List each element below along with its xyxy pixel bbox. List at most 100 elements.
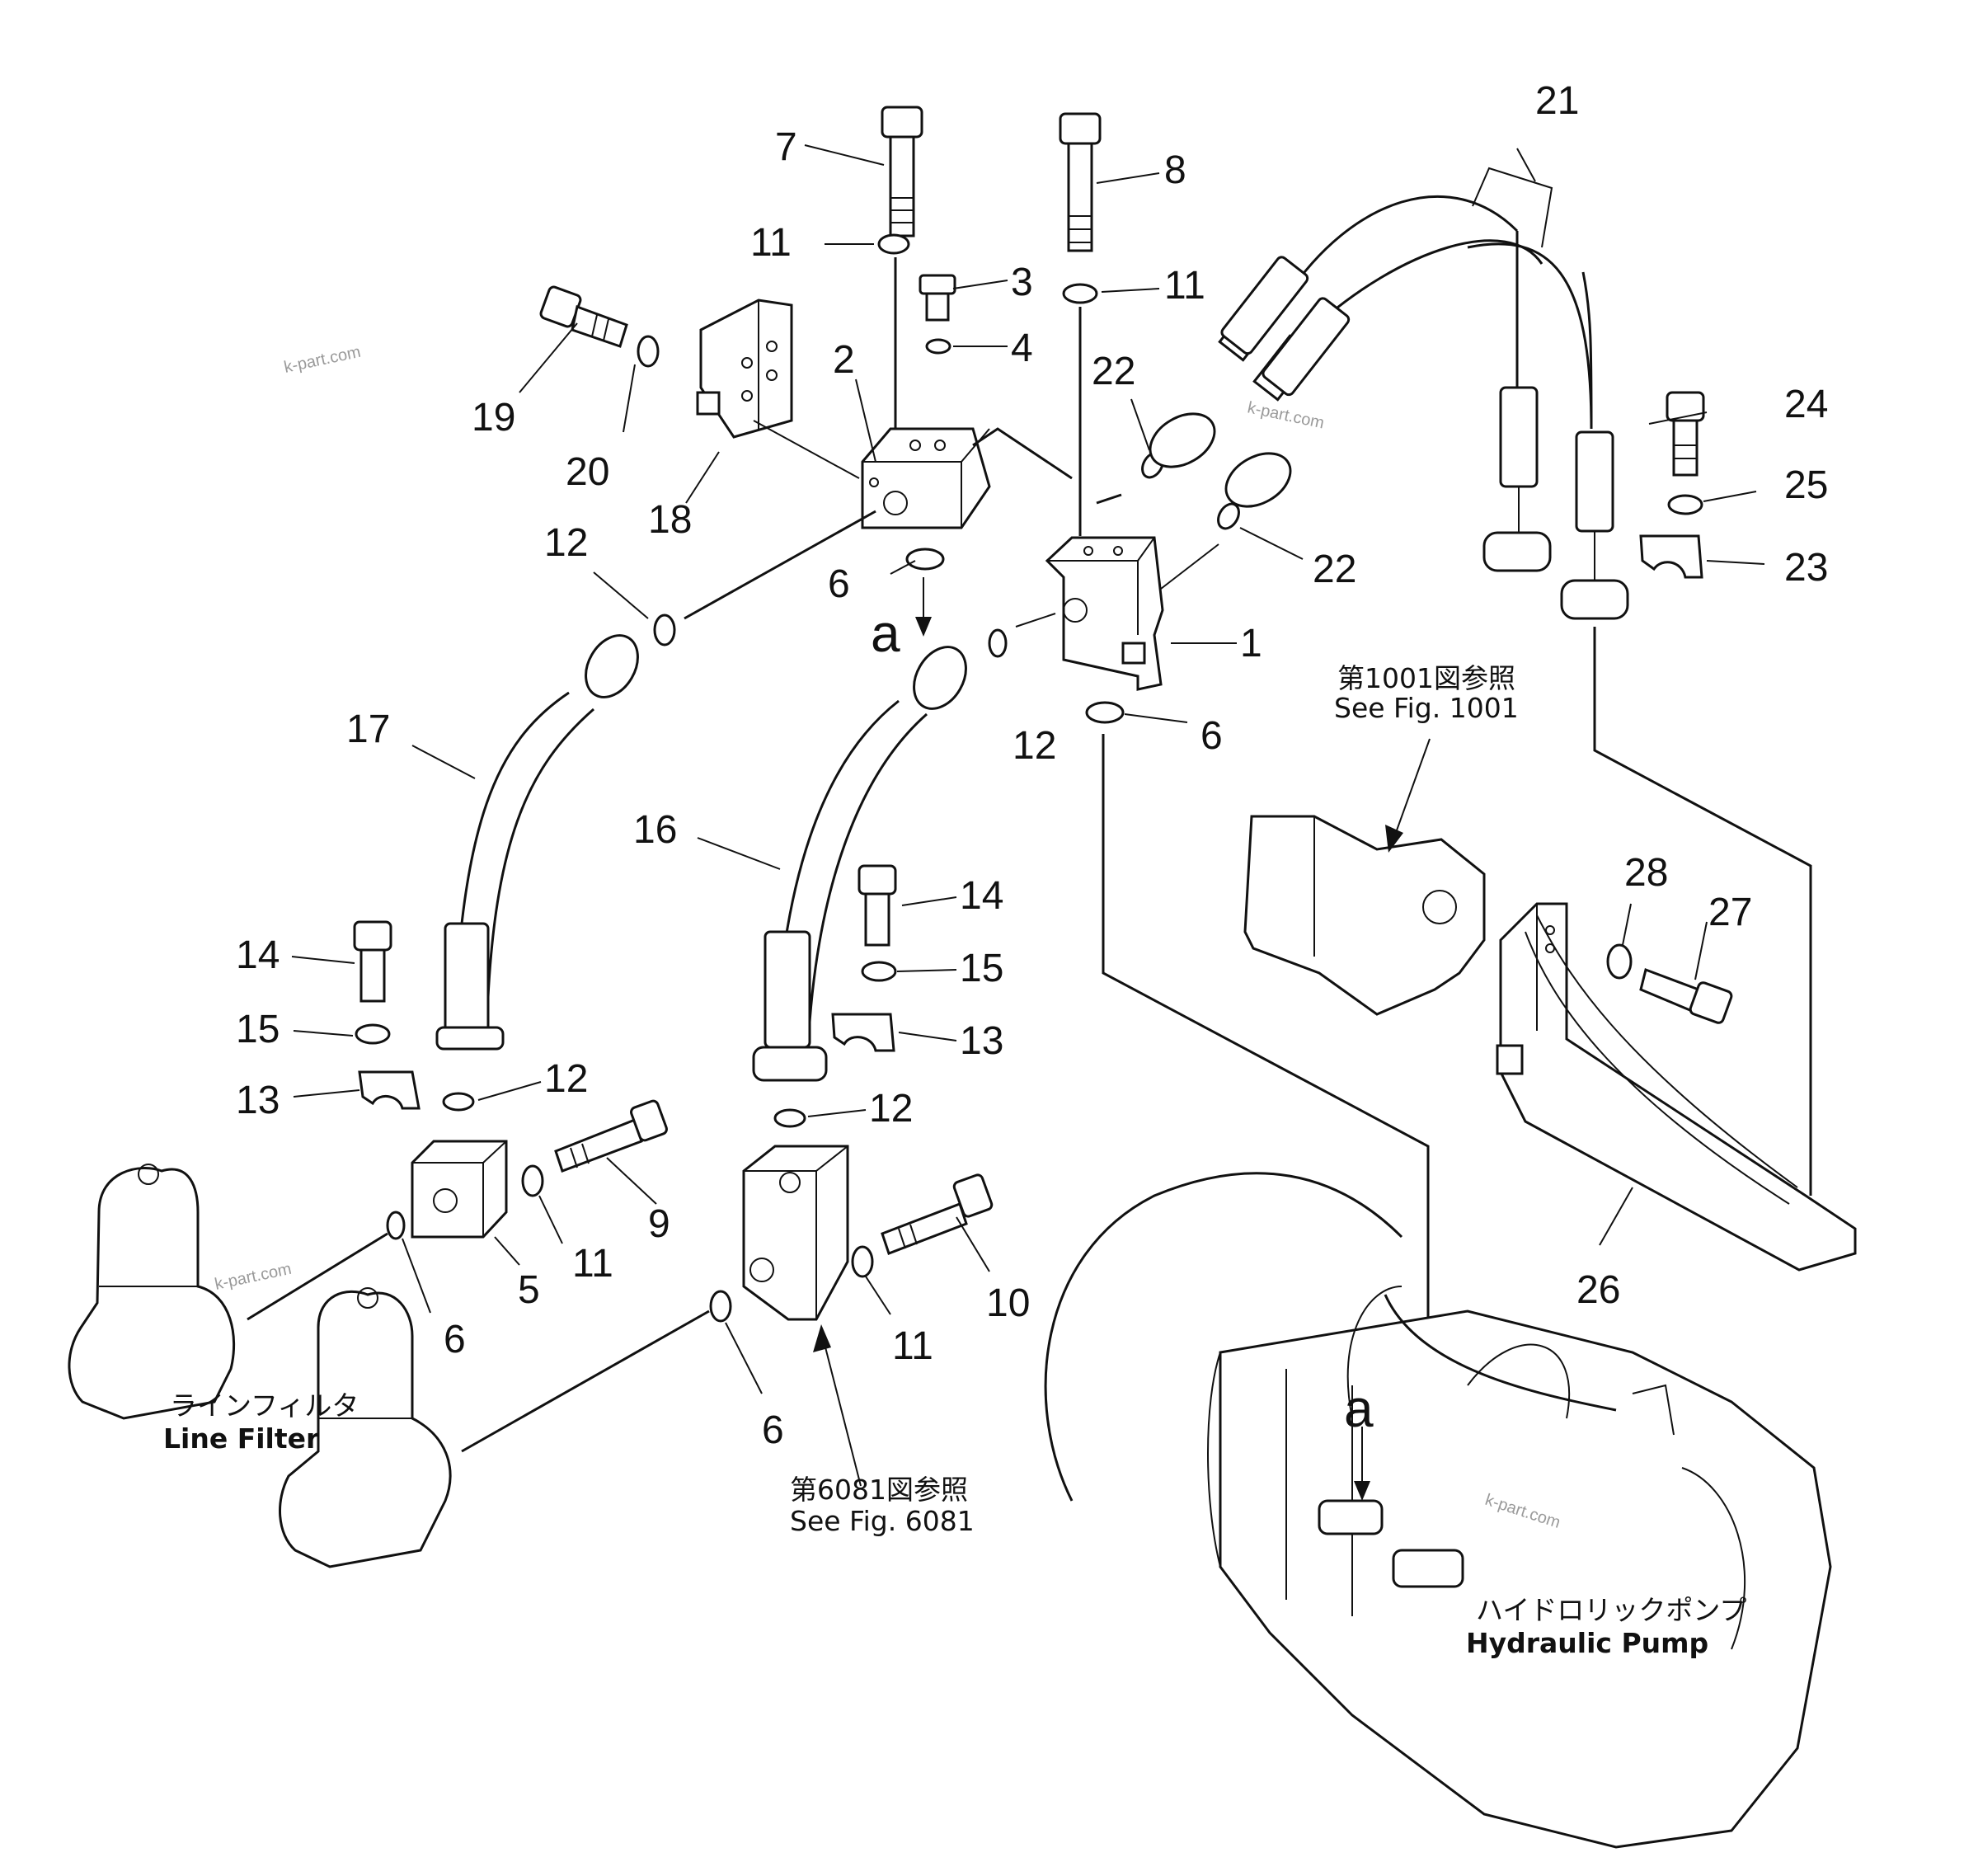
callout-17: 17 xyxy=(346,708,390,751)
callout-4: 4 xyxy=(1011,327,1033,370)
valve-block-6081 xyxy=(742,1145,849,1321)
bolt-10 xyxy=(881,1173,994,1255)
washer-11-c xyxy=(521,1164,544,1197)
callout-15b: 15 xyxy=(236,1008,280,1051)
arrows xyxy=(813,577,1431,1501)
callout-13b: 13 xyxy=(236,1079,280,1122)
block-2 xyxy=(861,427,991,529)
o-ring-6-c xyxy=(386,1211,406,1240)
leader-lines xyxy=(291,144,1765,1394)
o-ring-12-a xyxy=(653,614,676,646)
washer-28 xyxy=(1606,943,1633,980)
callout-13a: 13 xyxy=(960,1019,1003,1063)
watermark-1: k-part.com xyxy=(282,343,362,377)
bolt-24 xyxy=(1666,391,1705,477)
split-flange-21 xyxy=(1482,531,1629,620)
block-5 xyxy=(411,1140,508,1239)
o-ring-12-c xyxy=(442,1092,475,1112)
hydraulic-pump-label-en: Hydraulic Pump xyxy=(1466,1627,1708,1659)
flange-21-a xyxy=(1149,412,1216,468)
callout-7: 7 xyxy=(775,125,797,169)
line-filter-a xyxy=(68,1164,236,1420)
mount-1001 xyxy=(1243,815,1486,1016)
callout-11a: 11 xyxy=(750,221,792,265)
block-1 xyxy=(1045,536,1164,691)
o-ring-12-b xyxy=(988,628,1008,658)
washer-25 xyxy=(1667,494,1703,515)
callout-8: 8 xyxy=(1164,148,1186,192)
callout-11d: 11 xyxy=(892,1324,933,1368)
washer-11-d xyxy=(851,1245,874,1278)
callout-11b: 11 xyxy=(1164,264,1205,308)
callout-21: 21 xyxy=(1535,79,1579,123)
ref-fig1001-jp: 第1001図参照 xyxy=(1337,662,1515,694)
half-clamp-13-left xyxy=(358,1070,421,1110)
washer-15-left xyxy=(355,1023,391,1045)
callout-9: 9 xyxy=(648,1202,670,1246)
callout-11c: 11 xyxy=(572,1242,613,1286)
callout-12c: 12 xyxy=(544,1057,588,1101)
callout-3: 3 xyxy=(1011,261,1033,304)
bolt-14-right xyxy=(857,864,897,947)
hose-assembly-21 xyxy=(1218,195,1614,585)
half-clamp-13-right xyxy=(831,1013,895,1052)
bolt-8 xyxy=(1059,112,1102,252)
callout-28: 28 xyxy=(1624,851,1668,895)
callout-6c: 6 xyxy=(444,1318,466,1361)
washer-11-b xyxy=(1062,283,1098,304)
callout-18: 18 xyxy=(648,498,692,542)
ref-fig6081-en: See Fig. 6081 xyxy=(790,1505,975,1537)
bolt-14-left xyxy=(353,920,392,1003)
hydraulic-pump-label-jp: ハイドロリックポンプ xyxy=(1476,1594,1746,1626)
line-filter-label-en: Line Filter xyxy=(163,1422,320,1455)
bracket-18 xyxy=(696,299,793,439)
callout-1: 1 xyxy=(1240,622,1262,665)
callout-2: 2 xyxy=(833,338,855,382)
ref-fig1001-en: See Fig. 1001 xyxy=(1334,692,1519,724)
o-ring-12-d xyxy=(773,1108,806,1128)
washer-15-right xyxy=(861,961,897,982)
callout-23: 23 xyxy=(1784,546,1828,590)
detail-marker-a-pump: a xyxy=(1344,1379,1374,1438)
line-filter-b xyxy=(279,1287,452,1568)
plug-3 xyxy=(919,274,956,322)
callout-20: 20 xyxy=(566,450,609,494)
bolt-27 xyxy=(1639,968,1733,1024)
callout-25: 25 xyxy=(1784,463,1828,507)
detail-marker-a-top: a xyxy=(871,604,900,663)
watermark-3: k-part.com xyxy=(213,1260,293,1294)
callout-22a: 22 xyxy=(1092,350,1135,393)
o-ring-6-a xyxy=(905,548,945,571)
callout-12d: 12 xyxy=(869,1087,913,1131)
line-filter-label-jp: ラインフィルタ xyxy=(170,1389,359,1422)
callout-12b: 12 xyxy=(1013,724,1056,768)
half-clamp-23 xyxy=(1639,534,1703,579)
bracket-26 xyxy=(1496,902,1857,1272)
hydraulic-pump xyxy=(1044,1172,1832,1849)
callout-16: 16 xyxy=(633,808,677,852)
bolt-19 xyxy=(539,285,628,348)
bolt-7 xyxy=(881,106,923,237)
o-ring-6-d xyxy=(709,1290,732,1323)
washer-11-a xyxy=(877,233,910,255)
callout-26: 26 xyxy=(1576,1268,1620,1312)
o-ring-4 xyxy=(925,338,951,355)
flange-21-b xyxy=(1224,452,1292,508)
hose-17 xyxy=(435,634,639,1051)
hose-16 xyxy=(752,646,967,1082)
callout-12a: 12 xyxy=(544,521,588,565)
callout-6b: 6 xyxy=(1200,714,1223,758)
callout-19: 19 xyxy=(472,396,515,440)
callout-15a: 15 xyxy=(960,947,1003,990)
callout-6a: 6 xyxy=(828,562,850,606)
callout-6d: 6 xyxy=(762,1408,784,1452)
callout-14a: 14 xyxy=(960,874,1003,918)
callout-5: 5 xyxy=(518,1268,540,1312)
washer-20 xyxy=(637,335,660,368)
callout-10: 10 xyxy=(986,1281,1030,1325)
callout-24: 24 xyxy=(1784,383,1828,426)
callout-14b: 14 xyxy=(236,933,280,977)
ref-fig6081-jp: 第6081図参照 xyxy=(790,1474,968,1506)
callout-22b: 22 xyxy=(1313,548,1356,591)
